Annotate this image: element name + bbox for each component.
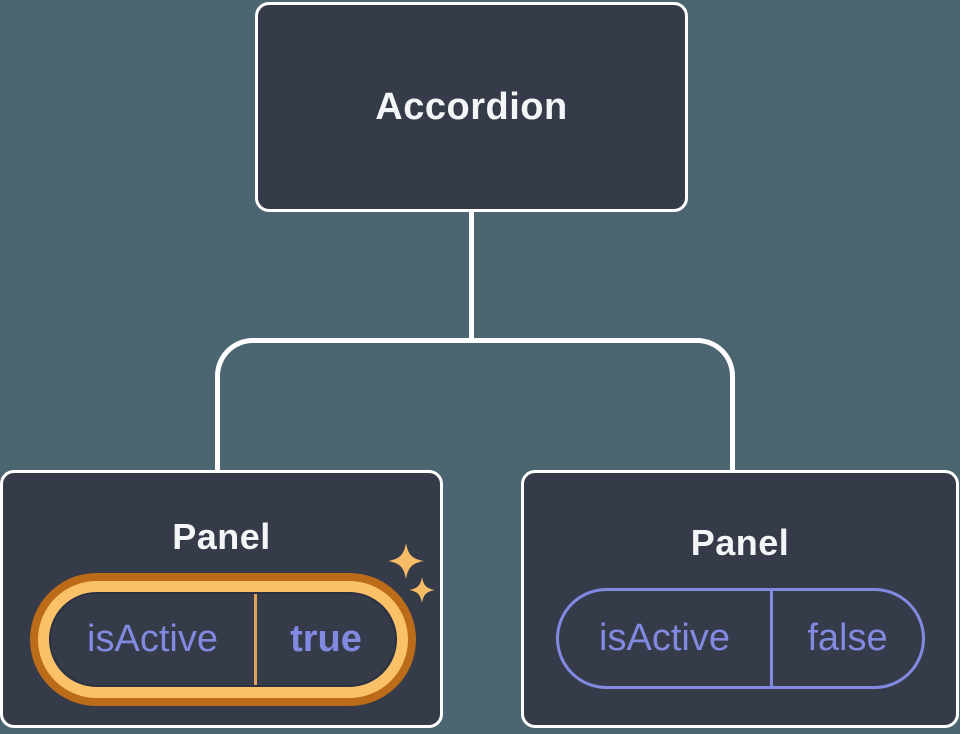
prop-name-text: isActive [87,618,218,660]
prop-name-cell: isActive [51,594,254,685]
prop-value-text: true [290,618,362,660]
prop-pill-divider [254,594,257,685]
prop-value-cell: false [773,591,922,686]
panel-inactive-label: Panel [690,522,790,563]
sparkle-icon [409,577,435,603]
panel-active-label: Panel [172,516,271,557]
prop-pill-active-glow-ring: isActive true [38,581,408,698]
node-accordion: Accordion [255,2,688,212]
prop-value-text: false [807,617,888,659]
prop-pill-active: isActive true [49,592,397,687]
prop-pill-inactive: isActive false [556,588,925,689]
node-panel-inactive: Panel isActive false [521,470,959,728]
prop-name-text: isActive [599,617,730,659]
prop-value-cell: true [257,594,395,685]
prop-name-cell: isActive [559,591,770,686]
prop-pill-active-highlight-ring: isActive true [30,573,416,706]
prop-pill-divider [770,591,773,686]
node-panel-active: Panel isActive true [0,470,443,728]
connector-trunk-line [469,211,474,342]
sparkle-icon [388,543,424,579]
connector-branch-lines [215,338,735,472]
node-accordion-label: Accordion [375,85,568,128]
